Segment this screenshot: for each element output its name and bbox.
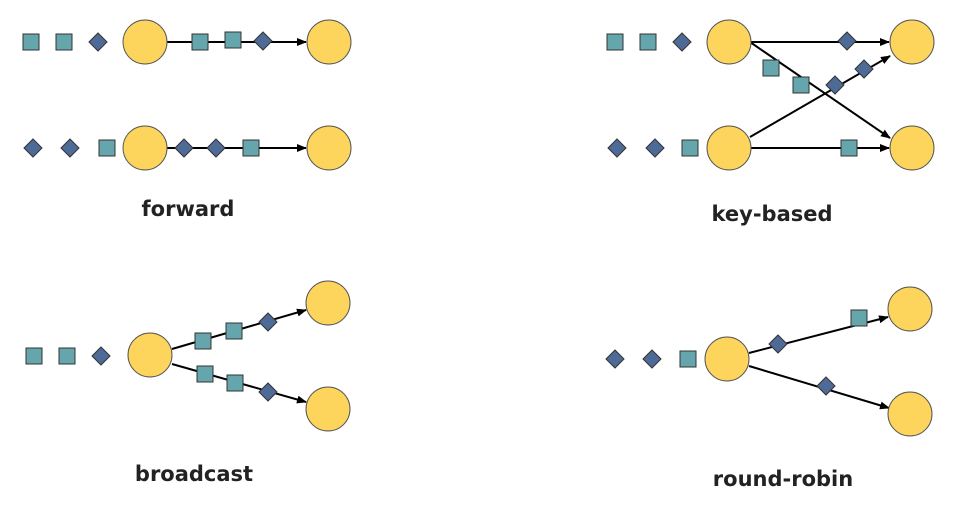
broadcast-target-node-top xyxy=(305,280,351,326)
diamond-record-icon xyxy=(607,138,627,158)
diamond-record-icon xyxy=(837,31,857,51)
square-record-icon xyxy=(850,309,868,327)
diamond-record-icon xyxy=(258,312,278,332)
square-record-icon xyxy=(55,33,73,51)
diamond-record-icon xyxy=(91,346,111,366)
forward-source-node-top xyxy=(122,19,168,65)
square-record-icon xyxy=(639,33,657,51)
square-record-icon xyxy=(194,332,212,350)
key-source-node-bottom xyxy=(706,125,752,171)
forward-label: forward xyxy=(141,197,235,221)
diamond-record-icon xyxy=(206,138,226,158)
diamond-record-icon xyxy=(605,349,625,369)
broadcast-target-node-bottom xyxy=(305,386,351,432)
square-record-icon xyxy=(840,139,858,157)
square-record-icon xyxy=(606,33,624,51)
round-robin-source-node xyxy=(704,336,750,382)
square-record-icon xyxy=(196,365,214,383)
square-record-icon xyxy=(25,347,43,365)
key-edge-top-cross xyxy=(749,41,891,139)
key-based-label: key-based xyxy=(711,202,833,226)
diamond-record-icon xyxy=(23,138,43,158)
square-record-icon xyxy=(792,76,810,94)
diamond-record-icon xyxy=(768,334,788,354)
key-target-node-bottom xyxy=(889,125,935,171)
square-record-icon xyxy=(22,33,40,51)
square-record-icon xyxy=(242,139,260,157)
square-record-icon xyxy=(191,33,209,51)
square-record-icon xyxy=(681,139,699,157)
square-record-icon xyxy=(224,31,242,49)
square-record-icon xyxy=(98,139,116,157)
square-record-icon xyxy=(225,322,243,340)
round-robin-target-node-bottom xyxy=(887,391,933,437)
broadcast-source-node xyxy=(127,332,173,378)
square-record-icon xyxy=(58,347,76,365)
forward-target-node-top xyxy=(306,19,352,65)
square-record-icon xyxy=(762,59,780,77)
round-robin-target-node-top xyxy=(887,286,933,332)
key-target-node-top xyxy=(889,19,935,65)
diamond-record-icon xyxy=(672,32,692,52)
square-record-icon xyxy=(226,374,244,392)
diamond-record-icon xyxy=(854,59,874,79)
diamond-record-icon xyxy=(60,138,80,158)
diamond-record-icon xyxy=(88,32,108,52)
round-robin-label: round-robin xyxy=(712,467,854,491)
diamond-record-icon xyxy=(645,138,665,158)
forward-target-node-bottom xyxy=(306,125,352,171)
diamond-record-icon xyxy=(816,376,836,396)
diamond-record-icon xyxy=(258,382,278,402)
diamond-record-icon xyxy=(174,138,194,158)
diamond-record-icon xyxy=(642,349,662,369)
diamond-record-icon xyxy=(825,75,845,95)
key-source-node-top xyxy=(706,19,752,65)
square-record-icon xyxy=(679,350,697,368)
forward-source-node-bottom xyxy=(122,125,168,171)
broadcast-label: broadcast xyxy=(134,462,254,486)
diamond-record-icon xyxy=(253,31,273,51)
